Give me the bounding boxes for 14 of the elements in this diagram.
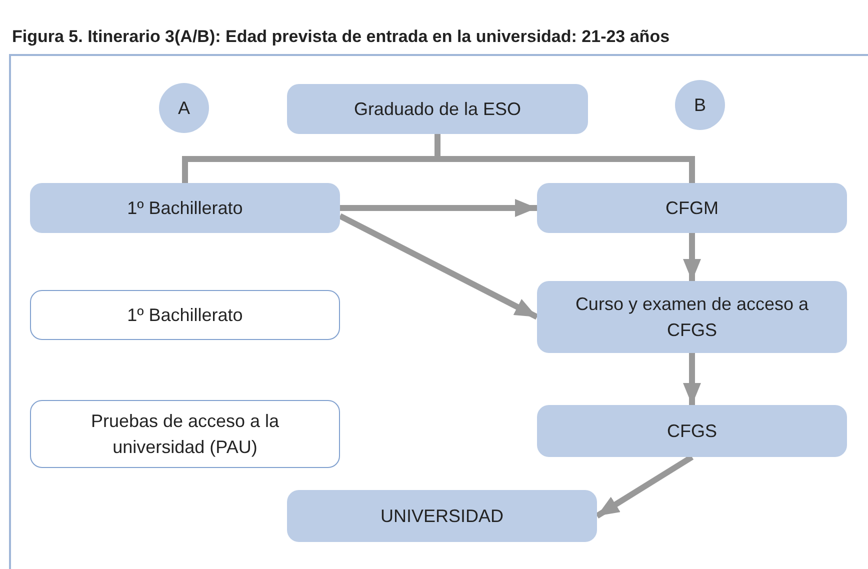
arrow	[338, 213, 538, 320]
step-box: CFGS	[537, 405, 847, 457]
step-box: CFGM	[537, 183, 847, 233]
arrow	[683, 353, 701, 405]
step-box: UNIVERSIDAD	[287, 490, 597, 542]
step-box: Pruebas de acceso a la universidad (PAU)	[30, 400, 340, 468]
step-box: Graduado de la ESO	[287, 84, 588, 134]
arrow	[595, 454, 694, 519]
arrow	[683, 233, 701, 281]
step-box: 1º Bachillerato	[30, 290, 340, 340]
figure-title: Figura 5. Itinerario 3(A/B): Edad prevista de entrada en la universidad: 21-23 años	[12, 26, 670, 48]
step-box: 1º Bachillerato	[30, 183, 340, 233]
arrow	[340, 199, 537, 217]
step-box: Curso y examen de acceso a CFGS	[537, 281, 847, 353]
